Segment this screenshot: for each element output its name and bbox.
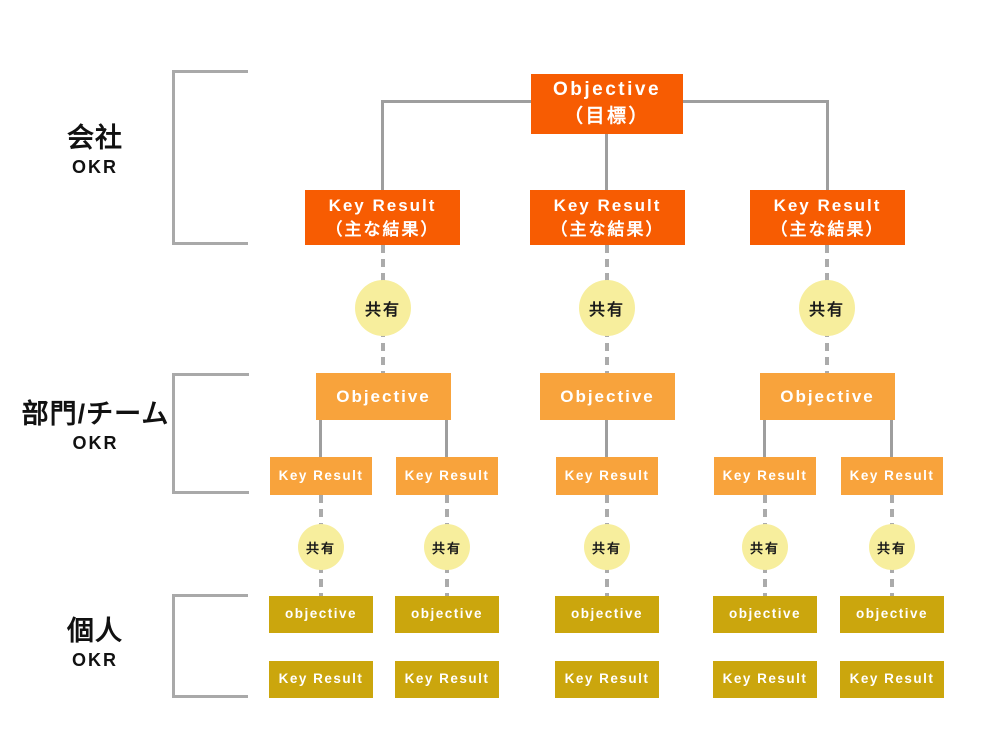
company-key-result-box: Key Result （主な結果） bbox=[305, 190, 460, 245]
team-bracket bbox=[172, 373, 249, 494]
company-key-result-line2: （主な結果） bbox=[770, 219, 885, 239]
connector-team-vertical bbox=[763, 419, 766, 459]
individual-key-result-box: Key Result bbox=[395, 661, 499, 698]
share-circle: 共有 bbox=[869, 524, 915, 570]
team-objective-box: Objective bbox=[316, 373, 451, 420]
connector-company-left-horizontal bbox=[383, 100, 531, 103]
company-okr-label: 会社 OKR bbox=[25, 123, 165, 178]
team-okr-title: 部門/チーム bbox=[21, 399, 170, 429]
company-objective-line2: （目標） bbox=[563, 106, 650, 127]
company-bracket bbox=[172, 70, 248, 245]
company-key-result-line1: Key Result bbox=[553, 195, 662, 215]
individual-okr-sub: OKR bbox=[72, 649, 118, 670]
company-okr-title: 会社 bbox=[67, 123, 123, 153]
individual-objective-box: objective bbox=[713, 596, 817, 633]
share-circle: 共有 bbox=[584, 524, 630, 570]
team-key-result-box: Key Result bbox=[270, 457, 372, 495]
company-objective-line1: Objective bbox=[552, 79, 662, 101]
connector-team-vertical bbox=[319, 419, 322, 459]
connector-company-right-horizontal bbox=[683, 100, 829, 103]
individual-objective-box: objective bbox=[269, 596, 373, 633]
individual-key-result-box: Key Result bbox=[840, 661, 944, 698]
team-objective-box: Objective bbox=[540, 373, 675, 420]
company-objective-box: Objective （目標） bbox=[531, 74, 683, 134]
team-key-result-box: Key Result bbox=[556, 457, 658, 495]
connector-team-vertical bbox=[605, 419, 608, 459]
individual-objective-box: objective bbox=[840, 596, 944, 633]
company-okr-sub: OKR bbox=[72, 156, 118, 177]
individual-bracket bbox=[172, 594, 248, 698]
connector-team-vertical bbox=[890, 419, 893, 459]
share-circle: 共有 bbox=[579, 280, 635, 336]
team-objective-box: Objective bbox=[760, 373, 895, 420]
team-key-result-box: Key Result bbox=[396, 457, 498, 495]
team-key-result-box: Key Result bbox=[841, 457, 943, 495]
share-circle: 共有 bbox=[298, 524, 344, 570]
individual-key-result-box: Key Result bbox=[713, 661, 817, 698]
company-key-result-line2: （主な結果） bbox=[325, 219, 440, 239]
individual-okr-label: 個人 OKR bbox=[25, 616, 165, 671]
team-key-result-box: Key Result bbox=[714, 457, 816, 495]
connector-company-right-vertical bbox=[826, 100, 829, 192]
team-okr-label: 部門/チーム OKR bbox=[8, 399, 183, 454]
connector-company-middle-vertical bbox=[605, 132, 608, 192]
individual-key-result-box: Key Result bbox=[555, 661, 659, 698]
team-okr-sub: OKR bbox=[72, 432, 119, 453]
share-circle: 共有 bbox=[355, 280, 411, 336]
company-key-result-box: Key Result （主な結果） bbox=[750, 190, 905, 245]
individual-key-result-box: Key Result bbox=[269, 661, 373, 698]
individual-objective-box: objective bbox=[395, 596, 499, 633]
individual-okr-title: 個人 bbox=[67, 616, 123, 646]
individual-objective-box: objective bbox=[555, 596, 659, 633]
company-key-result-line2: （主な結果） bbox=[550, 219, 665, 239]
share-circle: 共有 bbox=[742, 524, 788, 570]
company-key-result-box: Key Result （主な結果） bbox=[530, 190, 685, 245]
share-circle: 共有 bbox=[424, 524, 470, 570]
company-key-result-line1: Key Result bbox=[773, 195, 882, 215]
company-key-result-line1: Key Result bbox=[328, 195, 437, 215]
connector-team-vertical bbox=[445, 419, 448, 459]
connector-company-left-vertical bbox=[381, 100, 384, 192]
share-circle: 共有 bbox=[799, 280, 855, 336]
